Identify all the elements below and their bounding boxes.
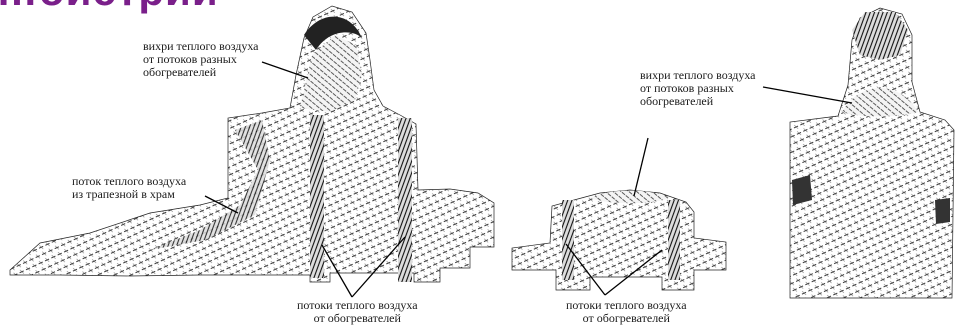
label-heater-flows-left: потоки теплого воздуха от обогревателей bbox=[297, 299, 418, 325]
cross-section bbox=[512, 190, 726, 290]
label-refectory-flow: поток теплого воздуха из трапезной в хра… bbox=[72, 175, 186, 201]
tower-section bbox=[790, 8, 954, 298]
label-vortices-left: вихри теплого воздуха от потоков разных … bbox=[143, 40, 259, 79]
label-heater-flows-middle: потоки теплого воздуха от обогревателей bbox=[566, 299, 687, 325]
label-vortices-right: вихри теплого воздуха от потоков разных … bbox=[640, 69, 756, 108]
